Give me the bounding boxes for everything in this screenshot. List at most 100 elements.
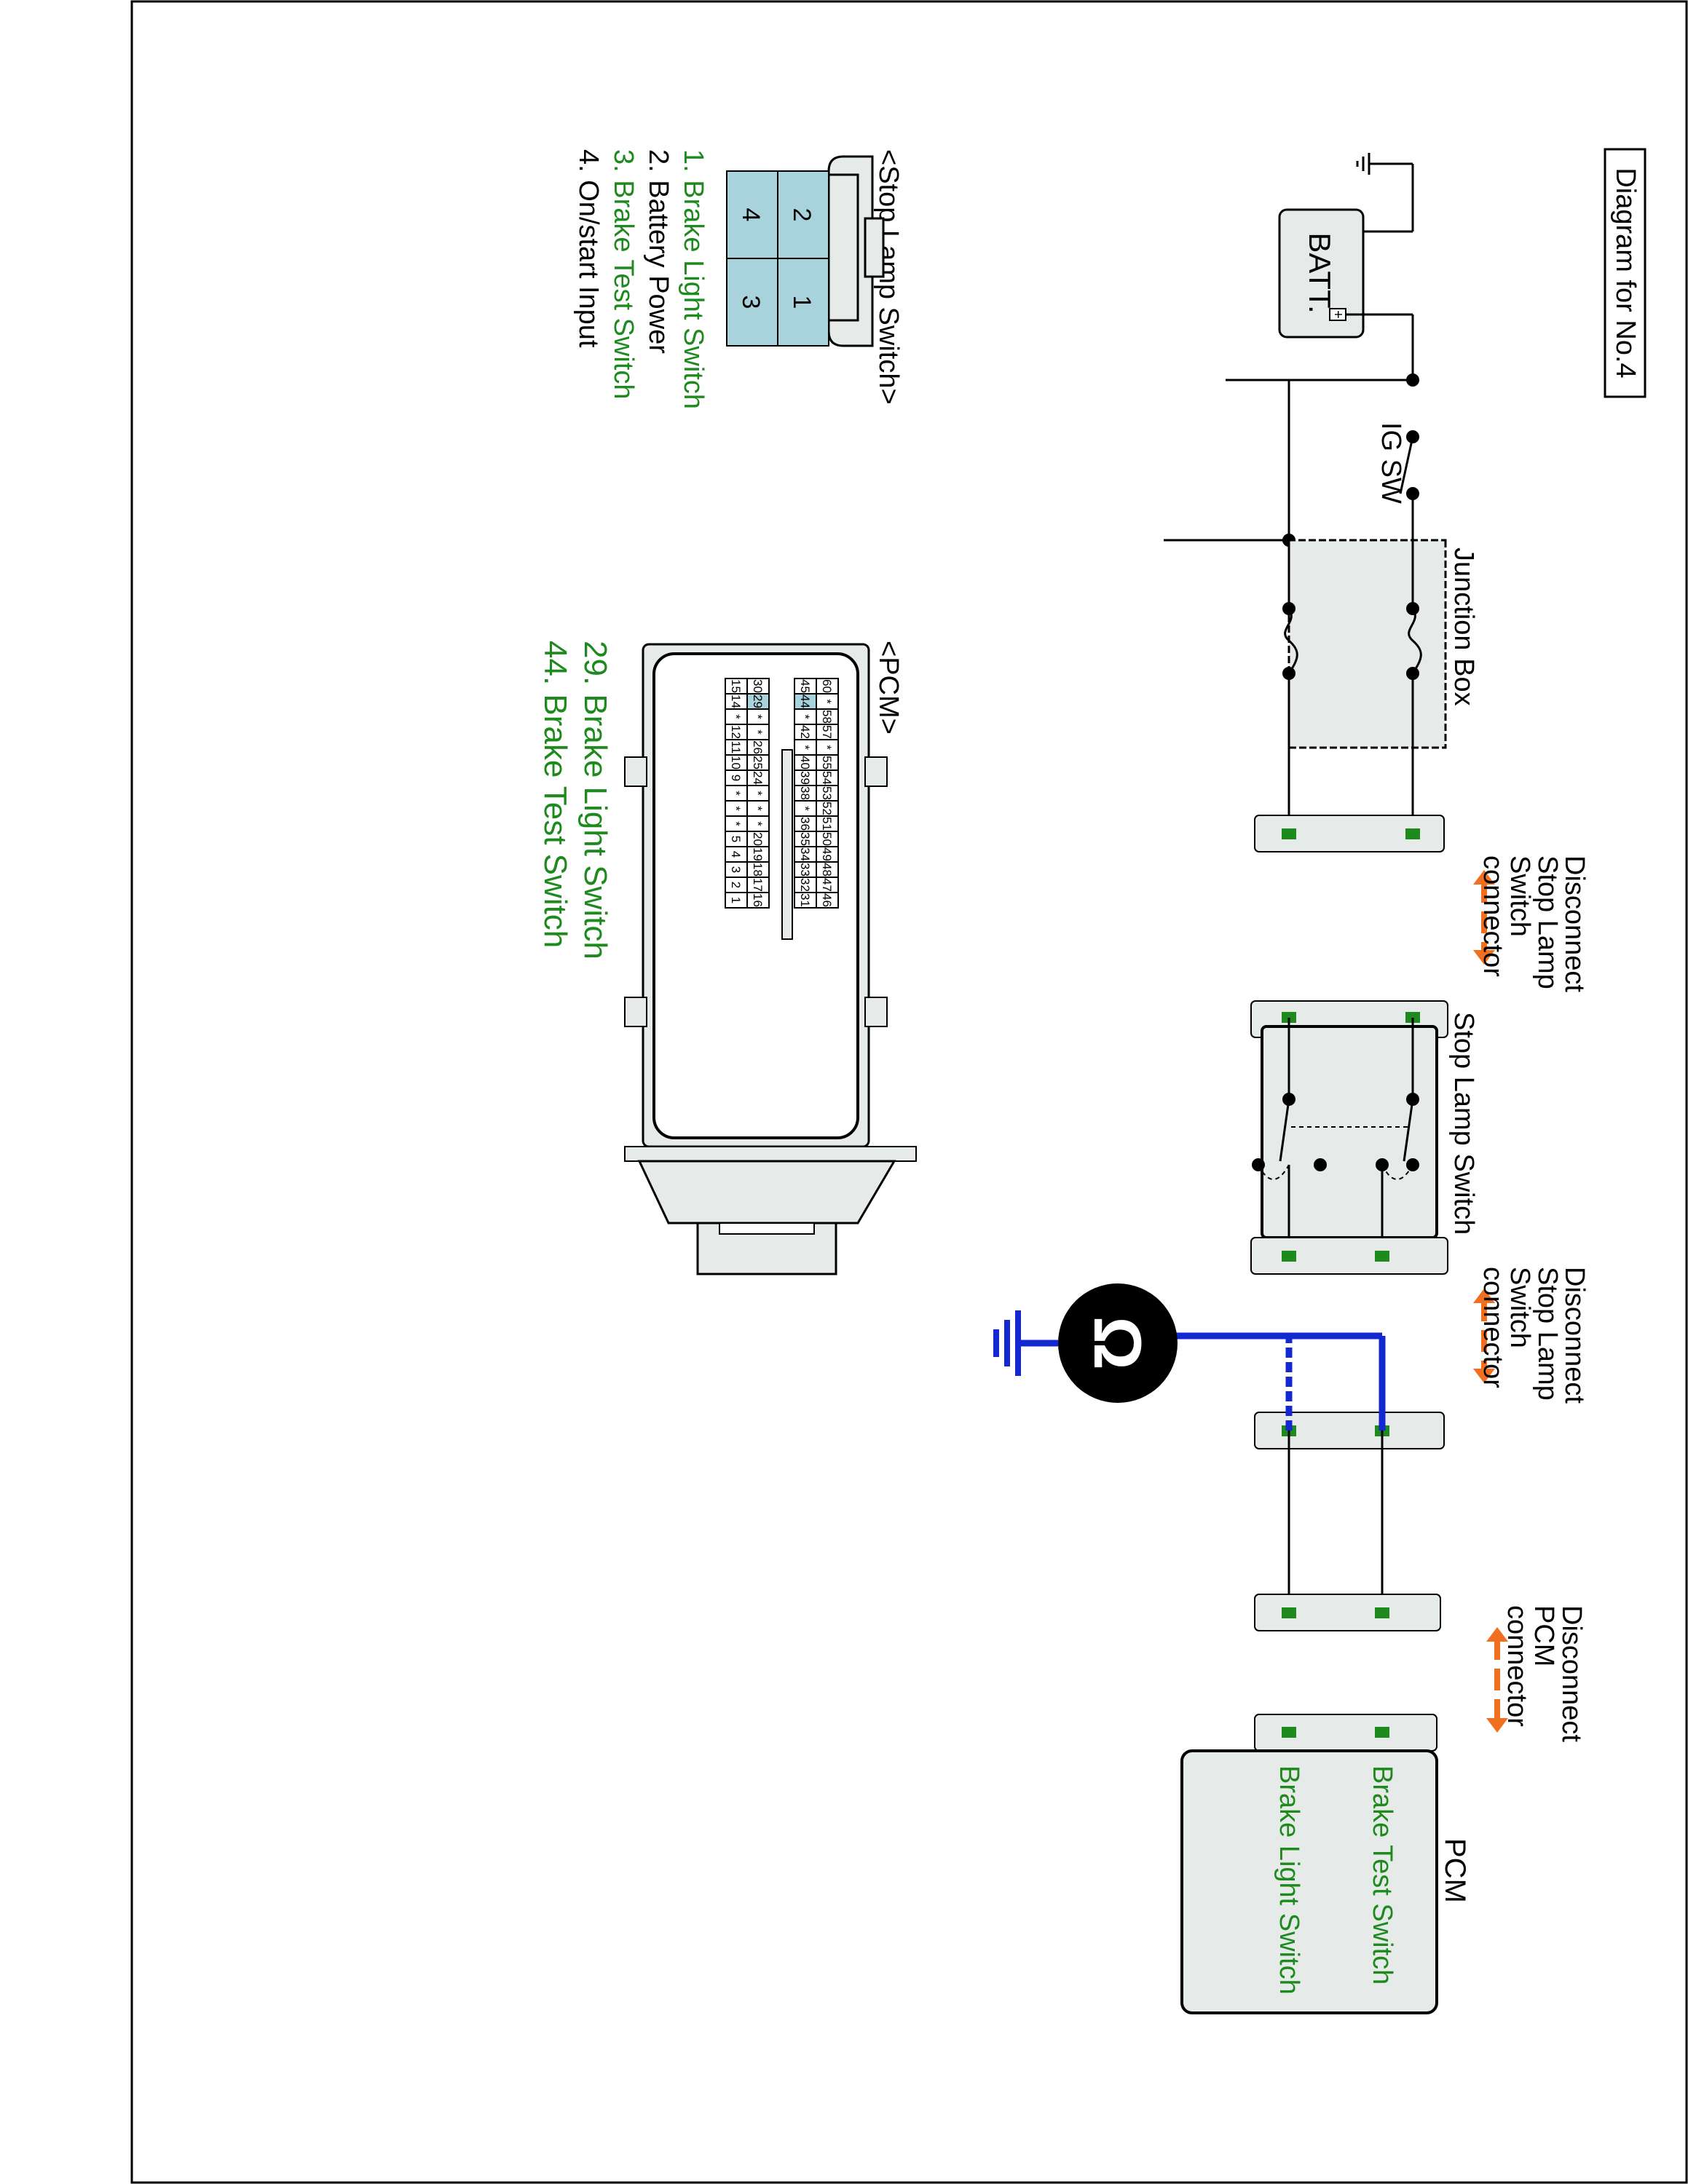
ohm-icon: Ω [1080,1316,1154,1370]
pcm-pin-grid: 60*5857*555453525150494847464544*42*4039… [725,678,839,909]
stop-lamp-switch: Stop Lamp Switch [1250,1000,1479,1275]
pcm-pin-label: * [820,745,834,750]
pcm-pin-label: 15 [729,679,743,693]
stop-lamp-legend: 1. Brake Light Switch 2. Battery Power 3… [573,149,709,409]
pcm-pin-label: 48 [820,863,834,877]
pcm-pin-label: 32 [798,878,812,892]
pcm-pin-label: 55 [820,756,834,769]
battery-label: BATT. [1303,232,1337,313]
pcm-pin-label: 12 [729,725,743,739]
pcm-connector-face: <PCM> 60*5857*555453525150494847464544*4… [537,641,917,1275]
disconnect-arrow-2: Disconnect Stop Lamp Switch connector [1473,1267,1590,1404]
ohmmeter: Ω [993,1283,1386,1431]
pcm-pin-label: 29 [751,695,765,708]
pcm-pin-label: 9 [729,775,743,781]
stop-lamp-pin-2: 2 [788,208,816,222]
battery-body [1278,208,1365,339]
connector-jb-side [1254,815,1445,852]
disconnect-label-1-line3: Switch [1504,855,1535,937]
pcm-pin-label: * [751,714,765,719]
diagram-title: Diagram for No.4 [1610,167,1641,378]
stop-lamp-cavities: 2 1 4 3 [726,170,829,347]
battery-plus: + [1330,310,1346,319]
pcm-pin-label: 14 [729,695,743,708]
pcm-pin-label: * [798,714,812,719]
pcm-pin-label: 51 [820,817,834,831]
pcm-pin-label: * [751,791,765,796]
pcm-pin-brake-test: Brake Test Switch [1367,1765,1397,1985]
pcm-pin-label: 42 [798,725,812,739]
harness-connector [1254,1412,1445,1605]
pcm-pin-label: * [751,729,765,735]
wiring-diagram: Diagram for No.4 - BATT. + [130,0,1688,2184]
pcm-module: PCM Brake Test Switch Brake Light Switch [1180,1714,1471,2014]
pcm-pin-label: 36 [798,817,812,831]
pcm-pin-cell [725,892,748,909]
pcm-pin-label: 54 [820,771,834,785]
pcm-pin-label: 60 [820,679,834,693]
pcm-pin-label: 19 [751,847,765,861]
pcm-pin-brake-light: Brake Light Switch [1274,1765,1304,1995]
pcm-pin-label: 30 [751,679,765,693]
disconnect-arrow-1: Disconnect Stop Lamp Switch connector [1473,855,1590,992]
battery-circuit: - BATT. + [1226,153,1419,540]
ohmmeter-symbol [1058,1283,1178,1403]
disconnect-label-2-line2: Stop Lamp [1532,1267,1563,1401]
pcm-pin-label: 26 [751,740,765,754]
pcm-pin-label: 33 [798,863,812,877]
pcm-harness-connector [1254,1594,1441,1631]
pcm-pin-label: 39 [798,771,812,785]
pcm-pin-label: 53 [820,786,834,800]
pcm-pin-label: * [729,821,743,826]
pcm-pin-cell [794,892,817,909]
disconnect-label-2-line4: connector [1478,1267,1508,1388]
pcm-pin-label: 34 [798,847,812,861]
pcm-body [1180,1749,1438,2014]
pcm-legend-29: 29. Brake Light Switch [577,641,613,960]
stop-lamp-legend-3: 3. Brake Test Switch [608,149,639,400]
ground-symbol [1356,153,1370,175]
pcm-pin-label: 16 [751,893,765,907]
pcm-pin-label: * [820,699,834,704]
pcm-pin-label: 11 [729,741,743,754]
pcm-pin-label: 47 [820,878,834,892]
pcm-pin-label: * [751,821,765,826]
pcm-pin-label: 4 [729,851,743,858]
pcm-pin-label: 35 [798,832,812,846]
pcm-pin-label: 5 [729,836,743,842]
pcm-pin-label: * [729,714,743,719]
junction-box-label: Junction Box [1448,547,1479,706]
pcm-pin-label: 3 [729,866,743,873]
stop-lamp-legend-1: 1. Brake Light Switch [678,149,709,409]
stop-lamp-legend-2: 2. Battery Power [643,149,674,354]
stop-lamp-pin-4: 4 [737,208,765,222]
disconnect-label-1-line1: Disconnect [1559,855,1590,992]
pcm-pin-label: 18 [751,863,765,877]
disconnect-arrow-3: Disconnect PCM connector [1486,1605,1587,1742]
stop-lamp-switch-label: Stop Lamp Switch [1448,1012,1479,1235]
pcm-pin-label: 24 [751,771,765,785]
pcm-pin-label: 31 [798,893,812,907]
pcm-pin-label: 50 [820,832,834,846]
pcm-pin-label: * [729,791,743,796]
junction-box: Junction Box [1282,539,1479,834]
pcm-pin-label: 25 [751,756,765,769]
pcm-pin-label: 45 [798,679,812,693]
pcm-connector-title: <PCM> [873,641,904,735]
pcm-pin-label: 20 [751,832,765,846]
disconnect-label-2-line3: Switch [1504,1267,1535,1348]
title-box: Diagram for No.4 [1604,148,1646,398]
pcm-pin-label: 52 [820,802,834,815]
stop-lamp-legend-4: 4. On/start Input [573,149,604,348]
pcm-legend: 29. Brake Light Switch 44. Brake Test Sw… [537,641,613,960]
pcm-pin-label: * [798,806,812,811]
pcm-pin-label: 58 [820,710,834,724]
disconnect-label-3-line3: connector [1502,1605,1532,1727]
pcm-pin-label: 1 [729,897,743,903]
pcm-pin-label: * [798,745,812,750]
pcm-pin-label: 17 [751,878,765,892]
pcm-pin-label: 44 [798,695,812,708]
ignition-switch: IG SW [1164,422,1419,547]
ig-sw-label: IG SW [1376,422,1406,504]
